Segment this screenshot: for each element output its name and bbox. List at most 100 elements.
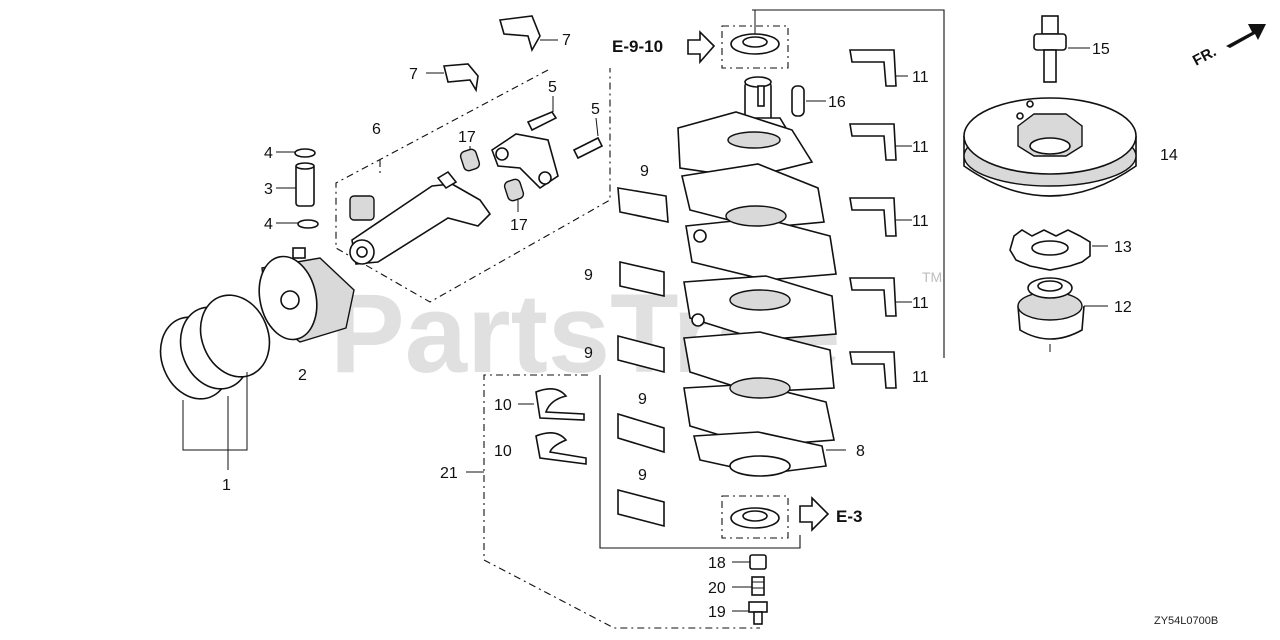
callout-15[interactable]: 15 — [1092, 41, 1110, 58]
callout-21[interactable]: 21 — [440, 465, 458, 482]
callout-9b[interactable]: 9 — [584, 267, 593, 284]
plug-set — [732, 554, 768, 625]
thrust-washer-10a — [535, 388, 585, 421]
crank-oil-hole-1 — [693, 229, 707, 243]
callout-9c[interactable]: 9 — [584, 345, 593, 362]
bearing-lower-bracket — [599, 375, 801, 549]
watermark-tm: TM — [922, 269, 942, 285]
bolt-19-shank — [753, 611, 763, 625]
plug-18 — [749, 554, 767, 570]
front-indicator: FR. — [1190, 24, 1266, 70]
ring-bracket — [182, 372, 248, 451]
front-label: FR. — [1190, 43, 1219, 69]
main-bearing-11c — [849, 197, 897, 237]
callout-1[interactable]: 1 — [222, 477, 231, 494]
callout-11b[interactable]: 11 — [912, 139, 929, 156]
leader-5b — [595, 117, 599, 137]
piston-pin-set — [276, 148, 319, 229]
bolt-15-flange — [1033, 33, 1067, 51]
callout-10a[interactable]: 10 — [494, 397, 512, 414]
crank-web-2 — [681, 163, 825, 229]
lower-oil-seal-bore — [742, 510, 768, 522]
kit-21-bracket — [483, 374, 760, 629]
piston-pin-end — [295, 162, 315, 170]
reference-arrows: E-9-10 E-3 — [612, 30, 862, 532]
pulley-hole-2 — [1016, 112, 1024, 120]
rod-cap-bolt-hole-1 — [495, 147, 509, 161]
main-bearing-11d — [849, 277, 897, 317]
main-bearing-11b — [849, 123, 897, 161]
rod-small-end-bore — [356, 246, 368, 258]
callout-10b[interactable]: 10 — [494, 443, 512, 460]
callout-18[interactable]: 18 — [708, 555, 726, 572]
key-16 — [791, 85, 805, 117]
rod-cap-bolt-hole-2 — [538, 171, 552, 185]
main-bearing-9e — [617, 488, 665, 528]
callout-11e[interactable]: 11 — [912, 369, 929, 386]
lower-ref-arrow — [799, 496, 830, 532]
callout-11a[interactable]: 11 — [912, 69, 929, 86]
callout-4a[interactable]: 4 — [264, 145, 273, 162]
rod-bearings-7 — [426, 15, 558, 93]
lower-seal-box — [721, 495, 789, 539]
piston-pin-bore — [280, 290, 300, 310]
knock-pin-upper — [459, 148, 481, 172]
pin-clip-lower — [297, 219, 319, 229]
main-bearing-9c — [617, 334, 665, 374]
crank-keyway — [757, 85, 765, 107]
callout-13[interactable]: 13 — [1114, 239, 1132, 256]
callout-17b[interactable]: 17 — [510, 217, 528, 234]
callout-11c[interactable]: 11 — [912, 213, 929, 230]
crank-web-7 — [692, 431, 827, 475]
ref-lower[interactable]: E-3 — [836, 507, 862, 526]
crank-journal-3 — [729, 289, 791, 311]
oil-seals — [721, 10, 789, 539]
callout-4b[interactable]: 4 — [264, 216, 273, 233]
spring-20 — [751, 576, 765, 596]
callout-5a[interactable]: 5 — [548, 79, 557, 96]
crankshaft — [677, 76, 846, 477]
pulley-spline — [1029, 137, 1071, 155]
pulser-bore — [1031, 240, 1069, 256]
main-bearings-9 — [617, 187, 669, 528]
pin-clip-upper — [294, 148, 316, 158]
callout-17a[interactable]: 17 — [458, 129, 476, 146]
rod-bolt-2 — [572, 136, 604, 160]
callout-11d[interactable]: 11 — [912, 295, 929, 312]
main-bearing-11e — [849, 351, 897, 389]
callout-20[interactable]: 20 — [708, 580, 726, 597]
callout-6[interactable]: 6 — [372, 121, 381, 138]
ref-upper[interactable]: E-9-10 — [612, 37, 663, 56]
main-bearing-11a — [849, 49, 897, 87]
thrust-washers-10 — [518, 388, 587, 465]
knock-pin-lower — [503, 178, 525, 202]
bolt-15-shank — [1043, 49, 1057, 83]
rod-bolt-boss — [436, 170, 458, 190]
callout-8[interactable]: 8 — [856, 443, 865, 460]
callout-5b[interactable]: 5 — [591, 101, 600, 118]
pulley-hole-1 — [1026, 100, 1034, 108]
callout-9e[interactable]: 9 — [638, 467, 647, 484]
bolt-19-head — [748, 601, 768, 613]
main-bearing-9b — [619, 260, 665, 298]
crank-journal-2 — [725, 205, 787, 227]
piston-rings — [159, 294, 271, 470]
group-brackets — [335, 9, 945, 629]
callout-16[interactable]: 16 — [828, 94, 846, 111]
crank-journal-4 — [729, 377, 791, 399]
callout-9a[interactable]: 9 — [640, 163, 649, 180]
callout-9d[interactable]: 9 — [638, 391, 647, 408]
callout-14[interactable]: 14 — [1160, 147, 1178, 164]
timing-gear — [1017, 277, 1108, 352]
front-arrow-icon — [1226, 24, 1266, 48]
callout-2[interactable]: 2 — [298, 367, 307, 384]
callout-12[interactable]: 12 — [1114, 299, 1132, 316]
callout-7b[interactable]: 7 — [409, 66, 418, 83]
callout-3[interactable]: 3 — [264, 181, 273, 198]
callout-7a[interactable]: 7 — [562, 32, 571, 49]
upper-oil-seal-bore — [742, 36, 768, 48]
connecting-rod-group-bracket — [335, 68, 611, 303]
callout-19[interactable]: 19 — [708, 604, 726, 621]
